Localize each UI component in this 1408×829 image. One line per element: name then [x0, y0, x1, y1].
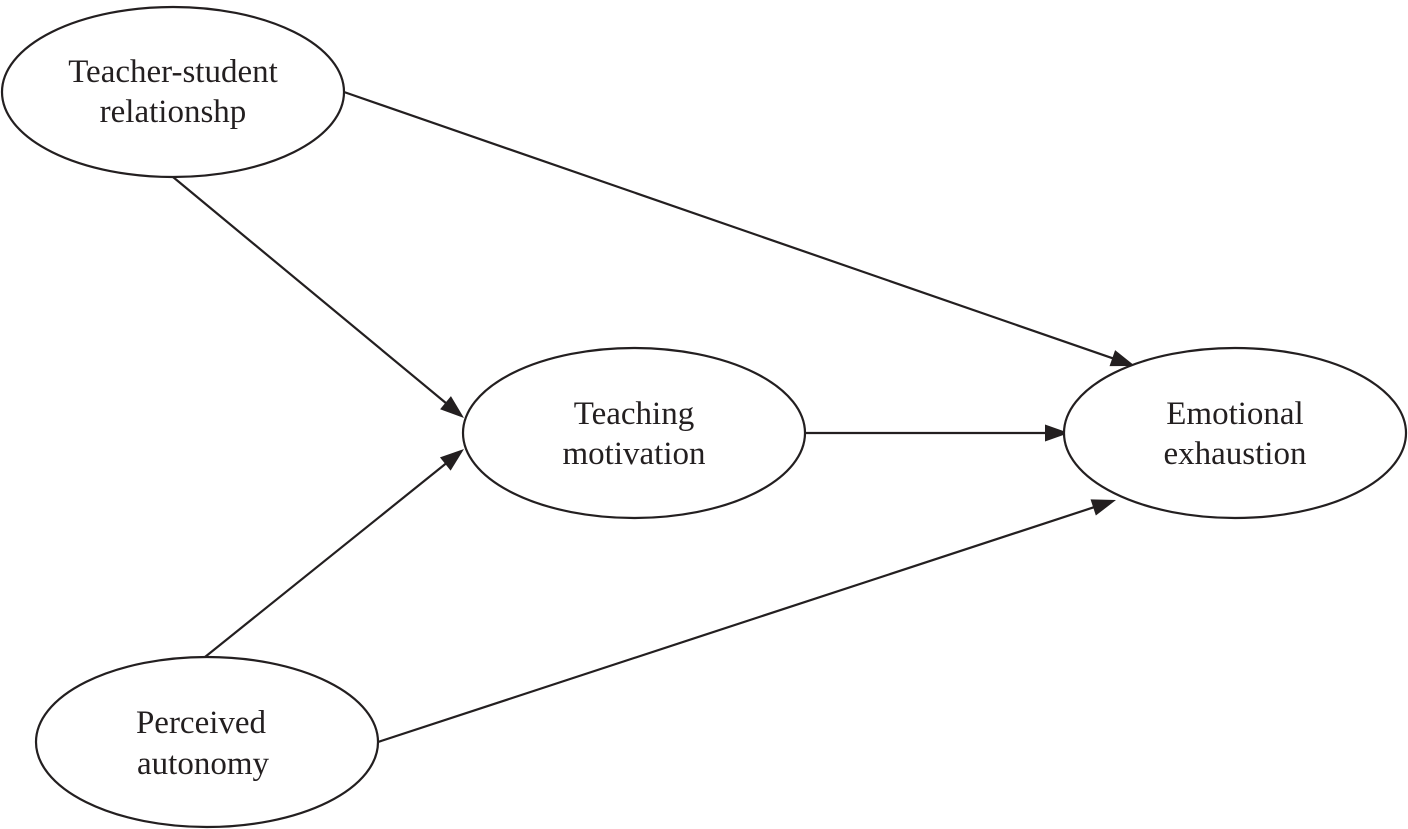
arrowhead-tm-to-ee [1045, 424, 1069, 442]
node-ee: Emotional exhaustion [1062, 346, 1408, 520]
node-pa-label-line-1: Perceived [136, 705, 267, 741]
node-pa-label-line-2: autonomy [137, 746, 269, 782]
arrowhead-pa-to-tm [439, 449, 464, 471]
edge-tsr-to-ee [343, 90, 1115, 360]
node-ee-label-line-1: Emotional [1166, 396, 1303, 432]
node-tm: Teaching motivation [461, 346, 807, 520]
node-tsr-label-line-2: relationshp [100, 94, 247, 130]
node-ee-ellipse [1062, 346, 1408, 520]
arrowhead-pa-to-ee [1090, 499, 1116, 516]
node-tm-label-line-1: Teaching [574, 396, 694, 432]
edge-pa-to-ee [377, 505, 1096, 744]
edge-tsr-to-tm [172, 176, 448, 405]
node-pa-ellipse [34, 655, 380, 829]
node-tm-ellipse [461, 346, 807, 520]
edge-pa-to-tm [204, 461, 448, 658]
arrowhead-tsr-to-tm [440, 396, 464, 418]
node-pa: Perceived autonomy [34, 655, 380, 829]
node-tm-label-line-2: motivation [563, 436, 706, 472]
node-ee-label-line-2: exhaustion [1164, 436, 1307, 472]
edges-layer [172, 90, 1135, 744]
node-tsr: Teacher-student relationshp [0, 5, 346, 179]
arrowhead-tsr-to-ee [1109, 350, 1135, 367]
node-tsr-ellipse [0, 5, 346, 179]
node-tsr-label-line-1: Teacher-student [68, 54, 278, 90]
